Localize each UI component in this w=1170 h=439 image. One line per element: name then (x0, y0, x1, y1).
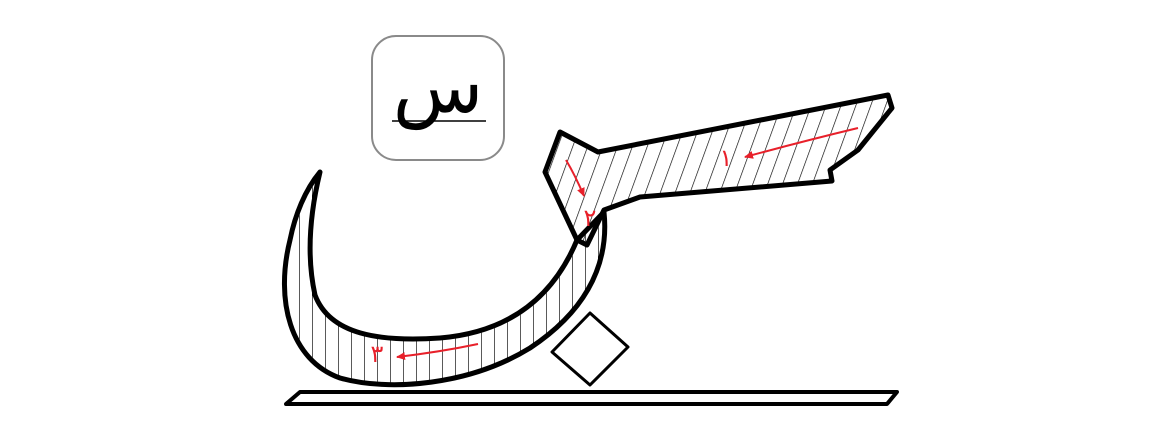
arrow-stroke-2 (565, 159, 585, 197)
sample-box-frame (371, 35, 505, 161)
baseline-ruler (284, 390, 899, 406)
stroke-direction-arrows (396, 127, 859, 361)
sample-letter-box: ﺱ (371, 35, 505, 161)
arrow-stroke-3 (396, 343, 479, 361)
nib-dot (550, 311, 630, 387)
arrow-stroke-1 (744, 127, 859, 159)
stroke-number-3: ٣ (371, 340, 384, 368)
sample-letter: ﺱ (393, 44, 483, 131)
stroke-number-1: ١ (720, 144, 733, 172)
letter-bowl-stroke (282, 169, 608, 388)
stroke-number-2: ٢ (584, 204, 597, 232)
